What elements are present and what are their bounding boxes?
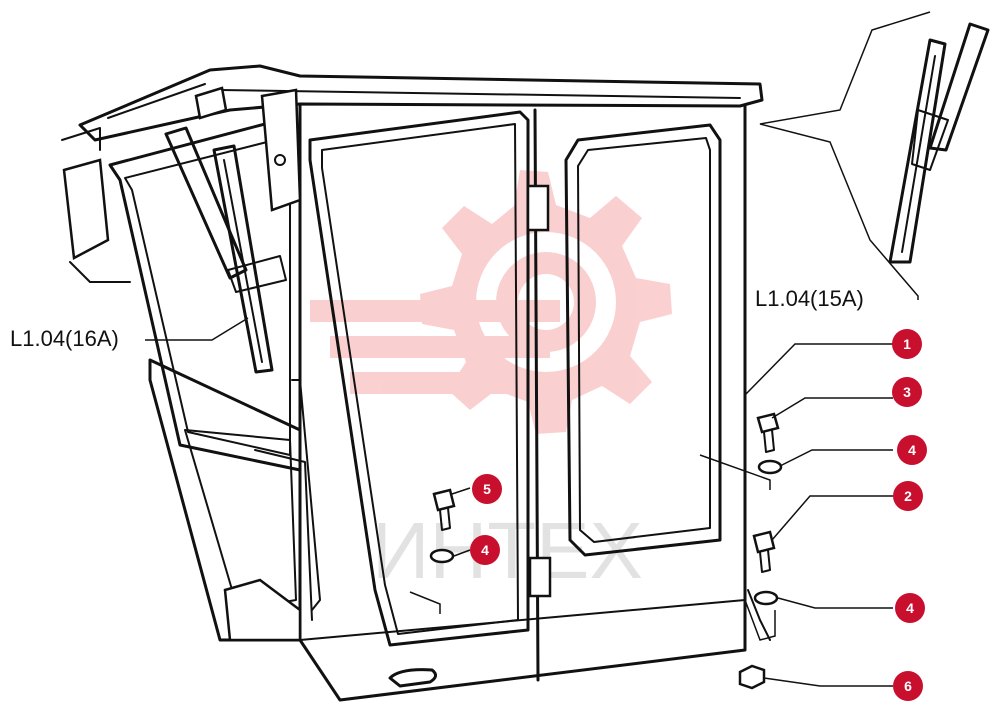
- callout-2: 2: [893, 481, 923, 511]
- callout-4: 4: [470, 535, 500, 565]
- washer-4-left: [429, 548, 455, 564]
- front-wiper-16a: [164, 126, 287, 374]
- right-door-window: [564, 123, 722, 557]
- side-panel-details: [699, 454, 776, 641]
- nut-6: [738, 664, 766, 690]
- rear-wiper-leader: [759, 11, 931, 300]
- callout-4: 4: [897, 435, 927, 465]
- svg-text:L1.04(16A): L1.04(16A): [10, 326, 119, 351]
- bolt-5-axis: [409, 591, 441, 614]
- svg-text:3: 3: [903, 384, 911, 400]
- callout-leaders: [451, 343, 893, 687]
- svg-text:4: 4: [481, 542, 489, 558]
- svg-text:6: 6: [904, 678, 912, 694]
- left-door-window: [308, 110, 530, 647]
- door-handle: [388, 668, 437, 688]
- bolt-5: [432, 488, 456, 531]
- watermark-gear-icon: [420, 170, 672, 434]
- door-hinges: [526, 184, 552, 598]
- svg-text:4: 4: [906, 600, 914, 616]
- rear-wiper-15a: [888, 22, 990, 264]
- callout-6: 6: [893, 671, 923, 701]
- callout-1: 1: [892, 329, 922, 359]
- svg-text:2: 2: [904, 488, 912, 504]
- watermark-text: ИНТЕХ: [372, 506, 643, 595]
- callout-3: 3: [892, 377, 922, 407]
- svg-text:5: 5: [483, 481, 491, 497]
- svg-text:L1.04(15A): L1.04(15A): [755, 286, 864, 311]
- bolt-3: [756, 412, 780, 453]
- lower-cab-frame: [148, 358, 321, 642]
- svg-text:4: 4: [908, 442, 916, 458]
- callout-4: 4: [895, 593, 925, 623]
- washer-4-lower: [753, 590, 779, 606]
- roof-lights: [194, 86, 302, 212]
- svg-text:1: 1: [903, 336, 911, 352]
- side-mirror: [61, 127, 131, 283]
- bolt-2: [752, 530, 776, 573]
- reference-label-16a: L1.04(16A): [10, 317, 249, 351]
- watermark-gear-logo: [310, 170, 672, 434]
- callout-5: 5: [472, 474, 502, 504]
- cab-roof: [78, 64, 764, 142]
- washer-4-upper: [757, 459, 783, 475]
- reference-label-15a: L1.04(15A): [755, 286, 864, 311]
